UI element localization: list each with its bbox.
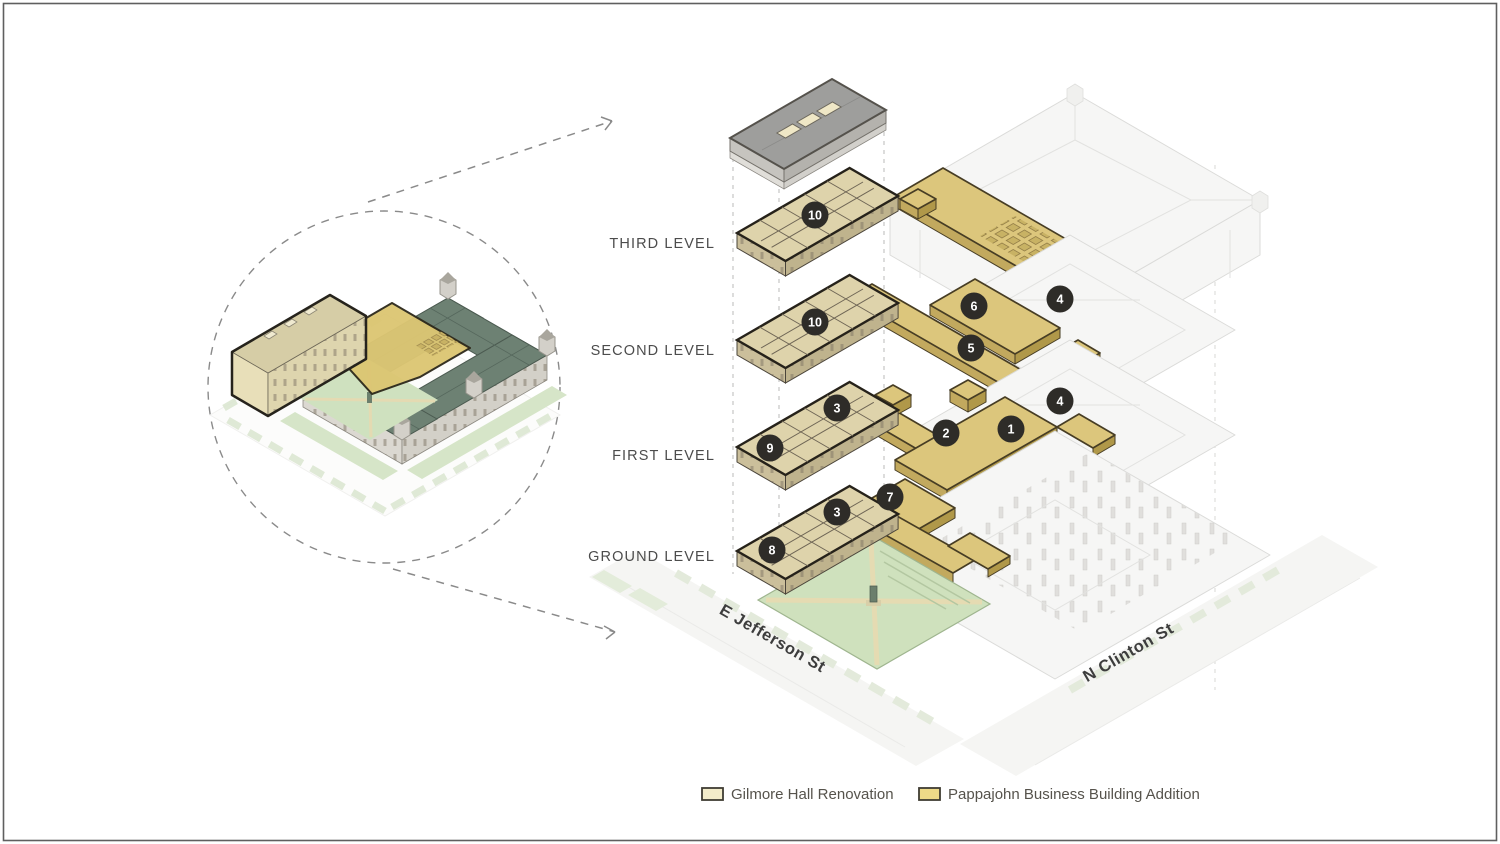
street-e-jefferson [589, 550, 964, 766]
gilmore-roof [727, 77, 889, 190]
marker-1-first: 1 [997, 415, 1025, 443]
svg-text:7: 7 [887, 491, 894, 505]
leader-arrows [367, 116, 616, 640]
svg-text:1: 1 [1008, 423, 1015, 437]
level-label-ground: GROUND LEVEL [588, 549, 715, 565]
overview-lawn-sw [280, 412, 398, 480]
level-label-third: THIRD LEVEL [609, 236, 715, 252]
ground-level-group [589, 430, 1378, 776]
legend-label-pappajohn: Pappajohn Business Building Addition [948, 786, 1200, 803]
marker-4-second: 4 [1046, 285, 1074, 313]
marker-5-second: 5 [957, 334, 985, 362]
marker-10-third: 10 [801, 201, 829, 229]
gilmore-plan-first [735, 380, 900, 492]
site-overview [207, 210, 567, 564]
svg-text:3: 3 [834, 402, 841, 416]
overview-lawn-se [407, 386, 567, 479]
streets [589, 535, 1378, 776]
marker-8-ground: 8 [758, 536, 786, 564]
marker-2-first: 2 [932, 419, 960, 447]
svg-text:2: 2 [943, 427, 950, 441]
svg-text:9: 9 [767, 442, 774, 456]
level-labels: THIRD LEVEL SECOND LEVEL FIRST LEVEL GRO… [588, 236, 715, 565]
legend-label-gilmore: Gilmore Hall Renovation [731, 786, 894, 803]
legend-swatch-pappajohn [918, 787, 941, 801]
svg-text:10: 10 [808, 316, 822, 330]
leader-arrow-bottom [392, 568, 616, 633]
level-label-second: SECOND LEVEL [591, 343, 715, 359]
leader-arrow-top [367, 120, 613, 203]
svg-text:4: 4 [1057, 395, 1064, 409]
svg-text:4: 4 [1057, 293, 1064, 307]
roof-skylights [775, 101, 843, 139]
legend-swatch-gilmore [701, 787, 724, 801]
svg-text:5: 5 [968, 342, 975, 356]
marker-3-first: 3 [823, 394, 851, 422]
marker-3-ground: 3 [823, 498, 851, 526]
keyed-note-markers: 10 10 6 5 4 3 9 2 1 4 3 8 7 [756, 201, 1074, 564]
svg-text:8: 8 [769, 544, 776, 558]
street-n-clinton [960, 535, 1378, 776]
marker-9-first: 9 [756, 434, 784, 462]
marker-10-second: 10 [801, 308, 829, 336]
marker-7-ground: 7 [876, 483, 904, 511]
overview-circle [207, 210, 561, 564]
svg-text:3: 3 [834, 506, 841, 520]
legend: Gilmore Hall Renovation Pappajohn Busine… [701, 786, 1200, 803]
level-label-first: FIRST LEVEL [612, 448, 715, 464]
marker-4-first: 4 [1046, 387, 1074, 415]
statue-base [866, 600, 881, 606]
svg-text:6: 6 [971, 300, 978, 314]
marker-6-second: 6 [960, 292, 988, 320]
second-level-group [735, 234, 1236, 426]
statue [869, 585, 878, 603]
overview-gilmore-hall [230, 293, 368, 418]
svg-text:10: 10 [808, 209, 822, 223]
